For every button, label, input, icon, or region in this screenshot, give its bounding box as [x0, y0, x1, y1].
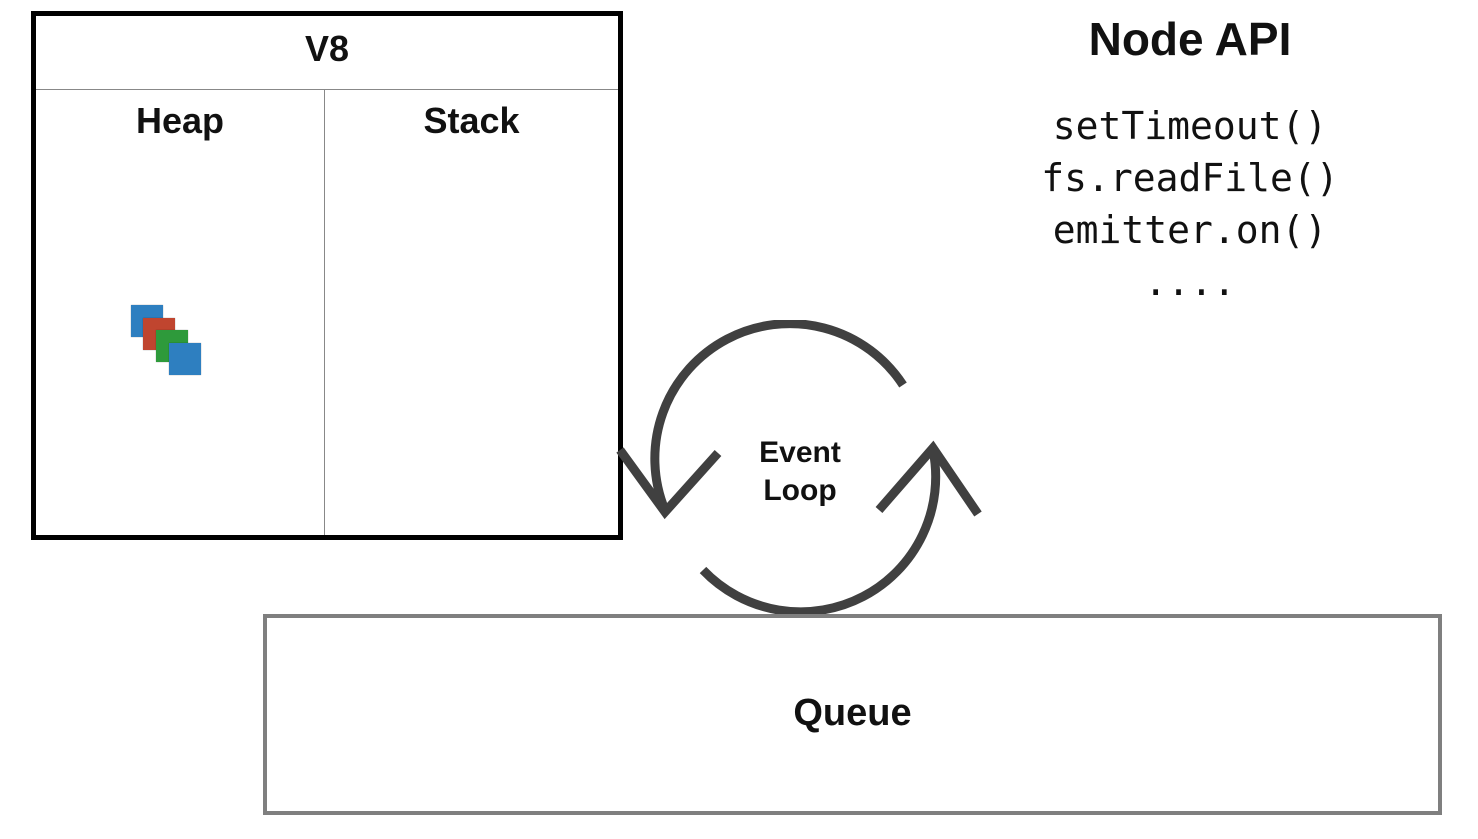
event-loop-arrowhead-left [616, 447, 722, 520]
event-loop-label-line2: Loop [763, 474, 837, 507]
event-loop-arrowhead-right [875, 440, 982, 517]
heap-label: Heap [135, 100, 225, 141]
api-item-ellipsis: .... [1144, 260, 1236, 304]
heap-stack-divider [324, 90, 325, 535]
node-api-list: setTimeout() fs.readFile() emitter.on() … [990, 100, 1390, 308]
event-loop-arrows [616, 320, 982, 617]
v8-box: V8 Heap Stack [31, 11, 623, 540]
api-item-readfile: fs.readFile() [1041, 156, 1339, 200]
queue-label: Queue [793, 692, 912, 734]
node-api-title: Node API [1088, 13, 1292, 65]
stack-label: Stack [423, 100, 520, 141]
v8-title: V8 [36, 16, 618, 90]
heap-object-4 [169, 343, 201, 375]
event-loop-arc-top [650, 320, 907, 512]
event-loop-cycle-icon [616, 320, 982, 617]
api-item-settimeout: setTimeout() [1052, 104, 1328, 148]
event-loop-label: Event Loop [730, 434, 870, 510]
api-item-emitter-on: emitter.on() [1052, 208, 1328, 252]
event-loop-label-line1: Event [759, 436, 841, 469]
event-loop-arc-bottom [699, 449, 941, 617]
queue-box: Queue [263, 614, 1442, 815]
